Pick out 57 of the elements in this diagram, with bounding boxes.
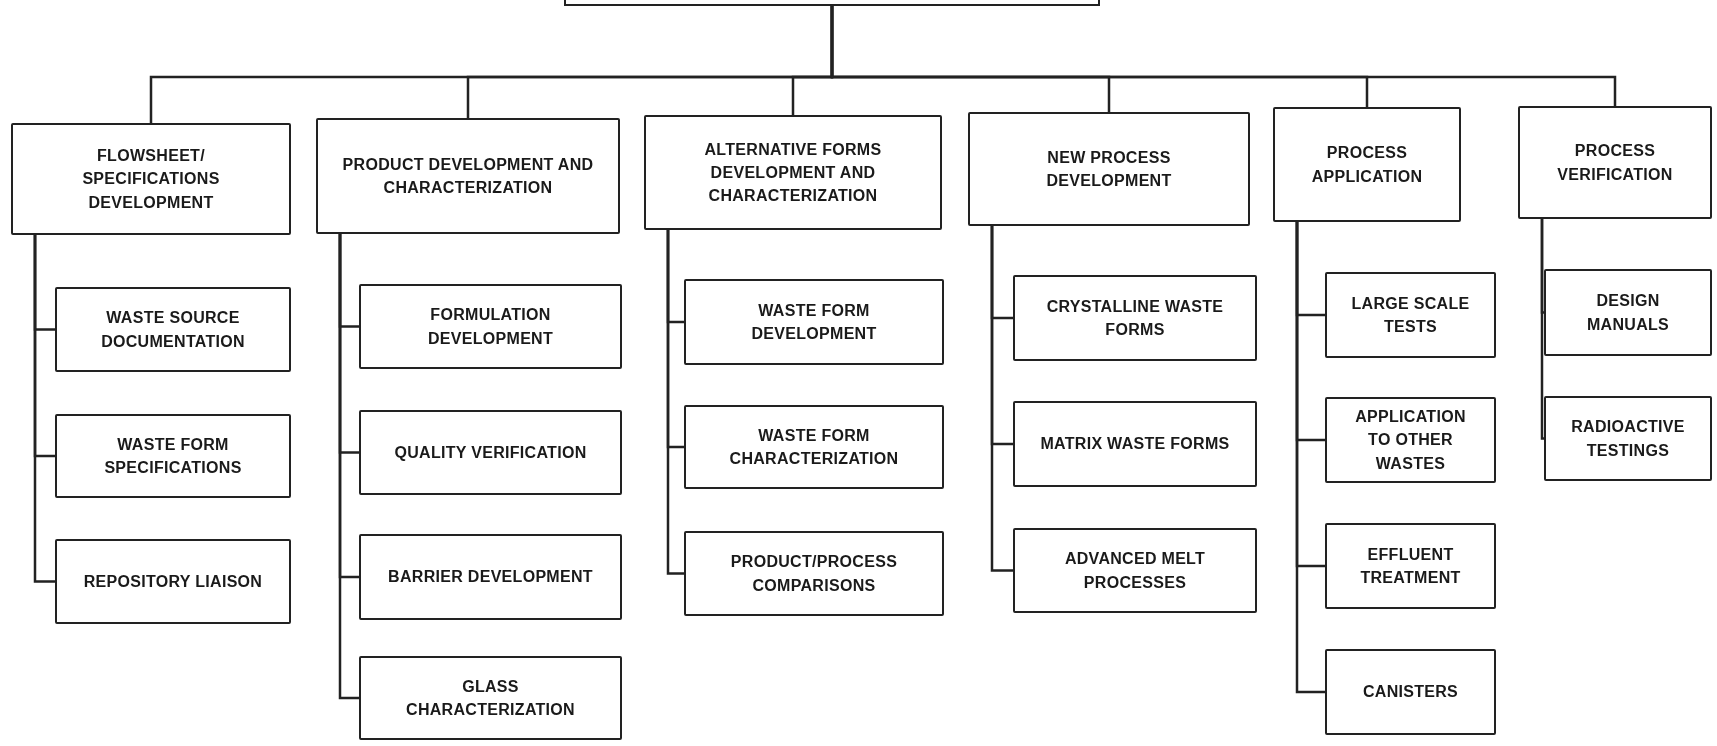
org-box	[684, 405, 944, 489]
connector-line	[338, 234, 359, 700]
box-label: REPOSITORY LIAISON	[83, 571, 263, 592]
box-label: PROCESS VERIFICATION	[1556, 141, 1674, 185]
org-box	[55, 287, 291, 372]
org-box	[644, 115, 942, 230]
box-label: FORMULATION DEVELOPMENT	[426, 305, 555, 349]
connector-line	[33, 235, 55, 583]
box-label: BARRIER DEVELOPMENT	[388, 567, 593, 588]
org-box	[316, 118, 620, 234]
org-box	[1013, 275, 1257, 361]
org-box	[1013, 528, 1257, 613]
org-box	[1325, 523, 1496, 609]
box-label: PRODUCT/PROCESS COMPARISONS	[729, 552, 899, 596]
box-label: FLOWSHEET/ SPECIFICATIONS DEVELOPMENT	[81, 146, 221, 213]
org-box	[684, 531, 944, 616]
org-box	[1325, 649, 1496, 735]
box-label: WASTE SOURCE DOCUMENTATION	[100, 308, 246, 352]
box-label: CRYSTALLINE WASTE FORMS	[1045, 296, 1225, 340]
box-label: LARGE SCALE TESTS	[1350, 293, 1471, 337]
org-box	[359, 284, 622, 369]
box-label: WASTE FORM DEVELOPMENT	[750, 300, 878, 344]
box-label: NEW PROCESS DEVELOPMENT	[1045, 147, 1173, 191]
box-label: PRODUCT DEVELOPMENT AND CHARACTERIZATION	[341, 154, 595, 198]
connector-line	[1295, 222, 1325, 694]
box-label: APPLICATION TO OTHER WASTES	[1354, 407, 1467, 474]
org-box	[55, 414, 291, 498]
org-box	[1013, 401, 1257, 487]
org-box	[1273, 107, 1461, 222]
box-label: WASTE FORM SPECIFICATIONS	[103, 434, 243, 478]
connector-line	[666, 230, 684, 575]
org-box	[1544, 269, 1712, 356]
box-label: EFFLUENT TREATMENT	[1359, 544, 1462, 588]
box-label: ADVANCED MELT PROCESSES	[1063, 549, 1207, 593]
box-label: DESIGN MANUALS	[1585, 291, 1671, 335]
org-box	[1518, 106, 1712, 219]
org-box	[968, 112, 1250, 226]
box-label: RADIOACTIVE TESTINGS	[1570, 417, 1686, 461]
box-label: PROCESS APPLICATION	[1310, 143, 1424, 187]
connector-line	[830, 6, 1617, 106]
org-box	[11, 123, 291, 235]
org-box	[1325, 272, 1496, 358]
org-box	[55, 539, 291, 624]
org-box	[359, 656, 622, 740]
box-label: ALTERNATIVE FORMS DEVELOPMENT AND CHARACTERIZATION	[703, 139, 883, 207]
org-box	[1325, 397, 1496, 483]
org-box	[684, 279, 944, 365]
box-label: MATRIX WASTE FORMS	[1040, 434, 1230, 455]
box-label: CANISTERS	[1362, 682, 1459, 703]
connector-line	[990, 226, 1013, 572]
box-label: QUALITY VERIFICATION	[394, 442, 587, 463]
org-box	[359, 410, 622, 495]
connector-line	[1540, 219, 1545, 440]
box-label: WASTE FORM CHARACTERIZATION	[728, 425, 900, 469]
org-box	[1544, 396, 1712, 481]
org-box	[359, 534, 622, 620]
box-label: GLASS CHARACTERIZATION	[405, 676, 576, 720]
